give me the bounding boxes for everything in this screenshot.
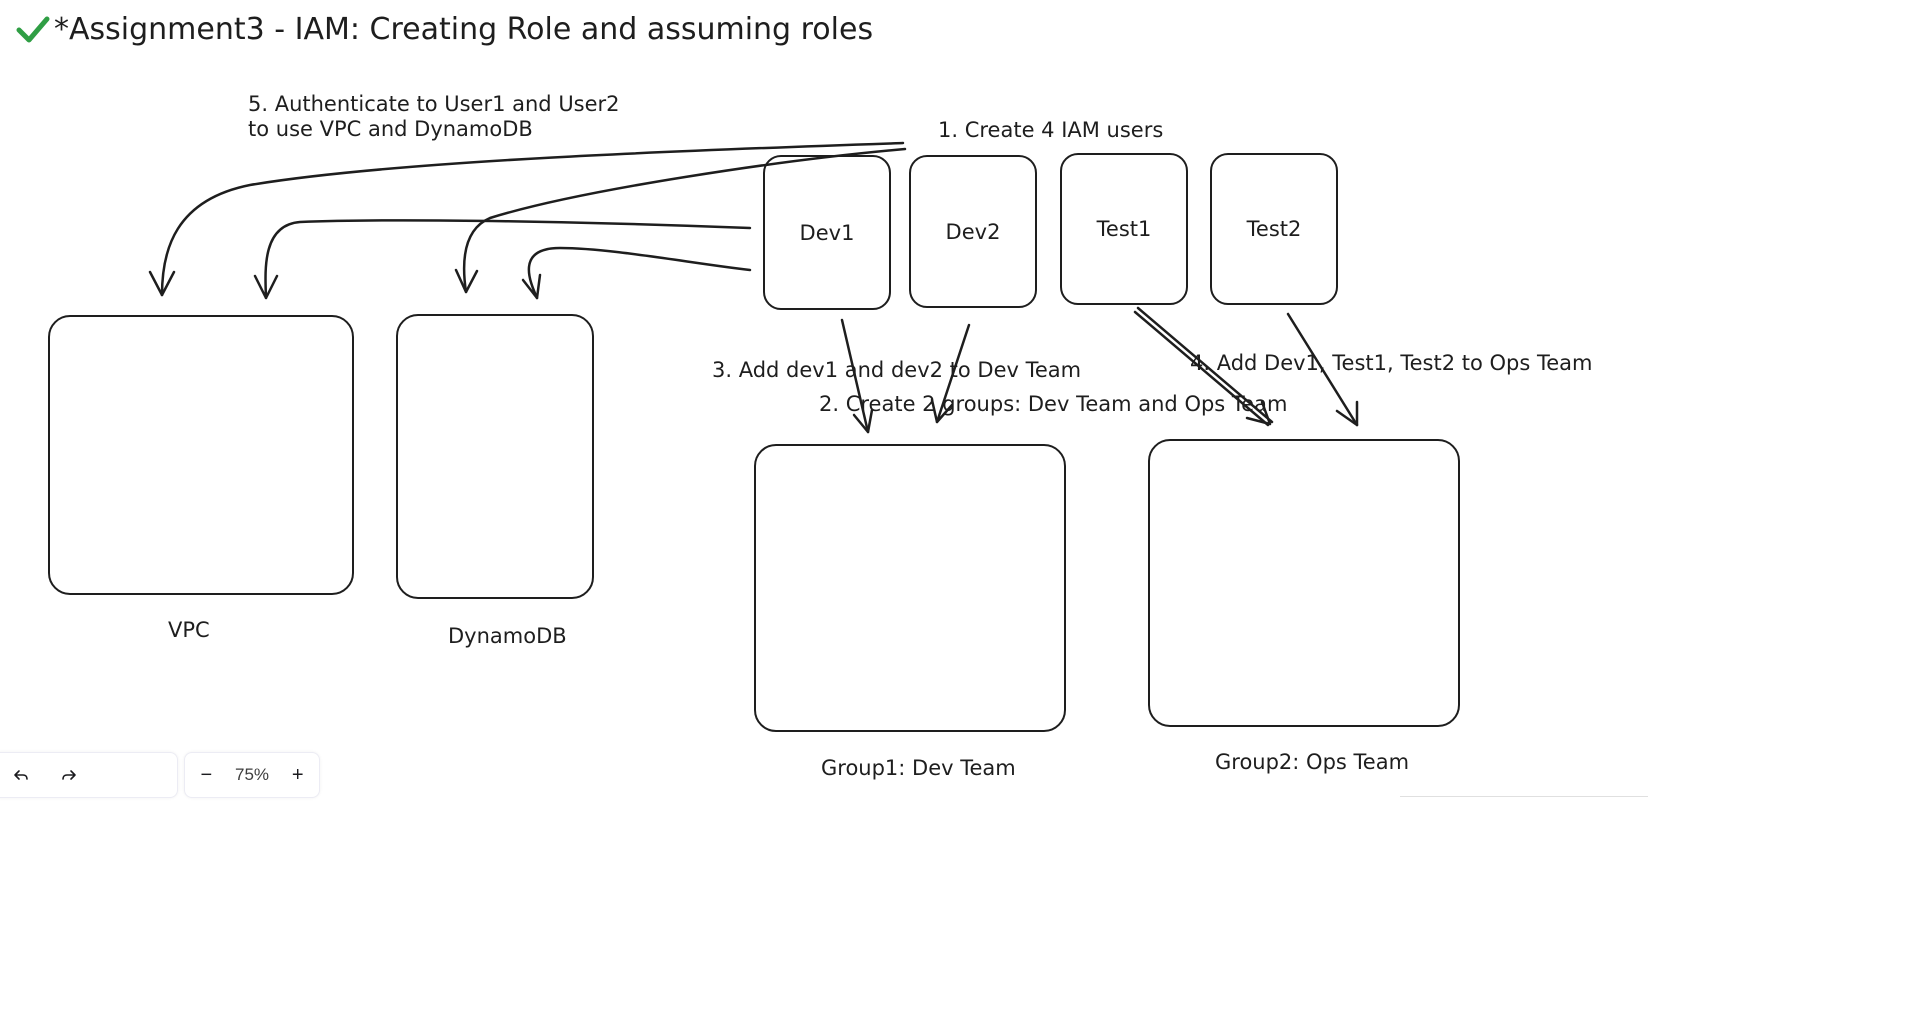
step5-label-line1: 5. Authenticate to User1 and User2 [248, 92, 620, 116]
user-box-dev1[interactable]: Dev1 [763, 155, 891, 310]
arrowhead-vpc-2 [253, 274, 279, 300]
arrowhead-dynamodb-2 [521, 273, 542, 300]
arrowhead-test2-opsteam [1335, 400, 1359, 427]
user-box-test2[interactable]: Test2 [1210, 153, 1338, 305]
vpc-label: VPC [168, 618, 210, 642]
group-box-ops-team[interactable] [1148, 439, 1460, 727]
undo-button[interactable] [7, 761, 35, 789]
zoom-out-button[interactable]: − [200, 763, 213, 786]
document-title: *Assignment3 - IAM: Creating Role and as… [16, 12, 873, 47]
redo-icon [62, 770, 76, 780]
step3-label: 3. Add dev1 and dev2 to Dev Team [712, 358, 1082, 382]
undo-icon [14, 770, 28, 780]
zoom-in-button[interactable]: + [291, 763, 304, 786]
user-label: Dev1 [799, 220, 855, 245]
user-box-test1[interactable]: Test1 [1060, 153, 1188, 305]
arrow-to-vpc-2 [264, 219, 752, 300]
document-title-text: *Assignment3 - IAM: Creating Role and as… [54, 12, 874, 47]
step5-label-line2: to use VPC and DynamoDB [248, 117, 533, 141]
step1-label: 1. Create 4 IAM users [938, 118, 1164, 142]
arrowhead-dynamodb-1 [454, 268, 479, 294]
user-label: Dev2 [945, 219, 1001, 244]
group1-label: Group1: Dev Team [821, 756, 1016, 780]
footer-divider [1400, 796, 1648, 797]
user-box-dev2[interactable]: Dev2 [909, 155, 1037, 308]
arrow-to-dynamodb-2 [527, 246, 752, 300]
step2-label: 2. Create 2 groups: Dev Team and Ops Tea… [819, 392, 1288, 416]
undo-redo-toolbar [0, 752, 178, 798]
dynamodb-label: DynamoDB [448, 624, 567, 648]
dynamodb-box[interactable] [396, 314, 594, 599]
viewport-bottom [0, 798, 1920, 1021]
step4-label: 4. Add Dev1, Test1, Test2 to Ops Team [1190, 351, 1593, 375]
arrowhead-vpc-1 [148, 270, 176, 297]
redo-button[interactable] [55, 761, 83, 789]
check-icon [16, 16, 50, 42]
zoom-toolbar: − 75% + [184, 752, 320, 798]
vpc-box[interactable] [48, 315, 354, 595]
group-box-dev-team[interactable] [754, 444, 1066, 732]
user-label: Test1 [1096, 217, 1152, 241]
zoom-level[interactable]: 75% [234, 765, 270, 784]
user-label: Test2 [1246, 217, 1302, 241]
group2-label: Group2: Ops Team [1215, 750, 1410, 774]
